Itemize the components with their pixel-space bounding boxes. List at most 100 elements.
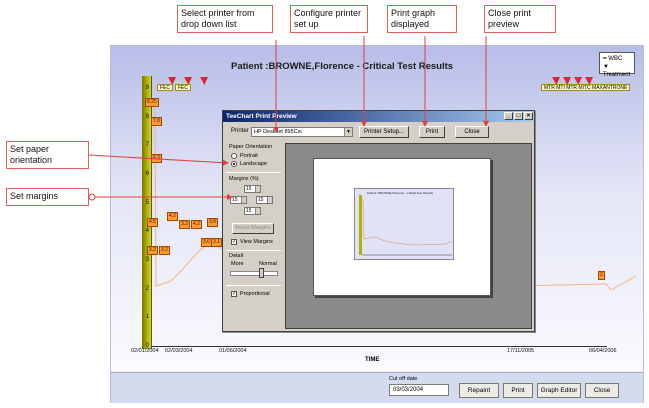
margin-top-spinner[interactable]: 15 (244, 185, 261, 193)
preview-area: Patient: BROWNE,Florence - Critical Test… (285, 143, 532, 329)
detail-normal-label: Normal (259, 261, 277, 267)
treatment-flag-icon (563, 77, 571, 85)
x-axis: 02/01/2004 02/03/2004 01/06/2004 17/11/2… (111, 348, 643, 358)
callout-print-graph: Print graph displayed (387, 5, 457, 33)
proportional-checkbox[interactable]: ✓ (231, 291, 237, 297)
treatment-flag-icon (574, 77, 582, 85)
x-axis-title: TIME (365, 357, 380, 363)
dialog-print-button[interactable]: Print (419, 126, 445, 138)
treatment-flag-icon (200, 77, 208, 85)
callout-paper-orientation: Set paper orientation (6, 141, 89, 169)
cutoff-date-label: Cut off date (389, 376, 418, 382)
callout-close-preview: Close print preview (484, 5, 556, 33)
treatment-flag-icon (552, 77, 560, 85)
y-tick-label: 4 (145, 228, 149, 235)
callout-set-margins: Set margins (6, 188, 89, 206)
margin-bottom-spinner[interactable]: 15 (244, 207, 261, 215)
callout-configure-printer: Configure printer set up (290, 5, 368, 33)
y-axis: 9 8 7 6 5 4 3 2 1 0 (129, 85, 149, 349)
view-margins-checkbox[interactable]: ✓ (231, 239, 237, 245)
printer-select-value: HP DeskJet 895Cxi (254, 129, 302, 135)
dialog-title: TeeChart Print Preview (226, 113, 297, 120)
detail-label: Detail (229, 253, 244, 259)
preview-chart-thumbnail: Patient: BROWNE,Florence - Critical Test… (354, 188, 454, 260)
graph-editor-button[interactable]: Graph Editor (537, 383, 581, 398)
wbc-point-label: 3.2 (147, 246, 158, 255)
print-button[interactable]: Print (503, 383, 533, 398)
legend-item-wbc: ━ WBC (603, 56, 623, 62)
dialog-close-button[interactable]: Close (455, 126, 489, 138)
legend-item-treatment: ▼ Treatment (603, 64, 631, 78)
callout-select-printer: Select printer from drop down list (177, 5, 273, 33)
detail-more-label: More (231, 261, 244, 267)
wbc-point-label: 6.3 (151, 154, 162, 163)
portrait-label: Portrait (240, 153, 258, 159)
cutoff-date-input[interactable]: 03/03/2004 (389, 384, 449, 396)
treatment-flag-icon (585, 77, 593, 85)
dialog-titlebar: TeeChart Print Preview _ □ × (223, 111, 534, 122)
treatment-flag-icon (184, 77, 192, 85)
wbc-point-label: 4.2 (167, 212, 178, 221)
landscape-label: Landscape (240, 161, 267, 167)
printer-select[interactable]: HP DeskJet 895Cxi ▼ (251, 127, 353, 137)
print-preview-dialog: TeeChart Print Preview _ □ × Printer HP … (222, 110, 535, 332)
wbc-point-label: 3.8 (207, 218, 218, 227)
wbc-point-label: 8.25 (145, 98, 159, 107)
x-tick-label: 17/11/2005 (507, 348, 535, 354)
y-tick-label: 0 (145, 343, 149, 349)
reset-margins-button[interactable]: Reset Margins (232, 223, 274, 234)
y-tick-label: 7 (145, 142, 149, 149)
portrait-radio[interactable] (231, 153, 237, 159)
close-icon[interactable]: × (524, 112, 533, 120)
view-margins-label: View Margins (240, 239, 273, 245)
chart-title: Patient :BROWNE,Florence - Critical Test… (231, 61, 454, 72)
preview-page[interactable]: Patient: BROWNE,Florence - Critical Test… (313, 158, 491, 296)
separator (226, 250, 281, 251)
separator (226, 172, 281, 173)
event-label-right: MTR MTI MTR MITC MAXANTRONE (541, 84, 631, 91)
x-tick-label: 01/06/2004 (219, 348, 247, 354)
close-button[interactable]: Close (585, 383, 619, 398)
margin-right-spinner[interactable]: 15 (256, 196, 273, 204)
minimize-icon[interactable]: _ (504, 112, 513, 120)
proportional-label: Proportional (240, 291, 270, 297)
treatment-flag-icon (168, 77, 176, 85)
chevron-down-icon[interactable]: ▼ (344, 128, 352, 136)
margins-label: Margins (%) (229, 176, 259, 182)
wbc-point-label: 7.8 (151, 117, 162, 126)
margin-left-spinner[interactable]: 15 (230, 196, 247, 204)
y-tick-label: 3 (145, 257, 149, 263)
settings-panel: Paper Orientation Portrait Landscape Mar… (226, 143, 283, 329)
landscape-radio[interactable] (231, 161, 237, 167)
x-tick-label: 02/01/2004 (131, 348, 159, 354)
wbc-point-label: 2 (598, 271, 605, 280)
y-tick-label: 6 (145, 171, 149, 177)
x-tick-label: 02/03/2004 (165, 348, 193, 354)
wbc-point-label: 3.3 (179, 220, 190, 229)
orientation-label: Paper Orientation (229, 144, 273, 150)
printer-setup-button[interactable]: Printer Setup... (359, 126, 409, 138)
repaint-button[interactable]: Repaint (459, 383, 499, 398)
y-tick-label: 9 (145, 85, 149, 91)
detail-slider-thumb[interactable] (259, 268, 264, 278)
detail-slider-track[interactable] (230, 271, 278, 276)
wbc-point-label: 4.2 (191, 220, 202, 229)
y-tick-label: 1 (145, 314, 149, 321)
event-label-fec: FEC (175, 84, 191, 91)
wbc-point-label: 3.2 (159, 246, 170, 255)
bottom-toolbar: Cut off date 03/03/2004 Repaint Print Gr… (111, 372, 643, 403)
printer-label: Printer (231, 128, 249, 134)
preview-chart-lines (359, 195, 452, 256)
x-tick-label: 06/04/2006 (589, 348, 617, 354)
y-tick-label: 2 (145, 285, 149, 292)
x-axis-line (152, 346, 607, 347)
wbc-point-label: 4.5 (147, 218, 158, 227)
maximize-icon[interactable]: □ (514, 112, 523, 120)
separator (226, 285, 281, 286)
preview-chart-title: Patient: BROWNE,Florence - Critical Test… (367, 191, 433, 195)
event-label-fec: FEC (157, 84, 173, 91)
wbc-point-label: 3.1 (211, 238, 222, 247)
chart-wall (142, 76, 152, 349)
y-tick-label: 8 (145, 113, 149, 120)
y-tick-label: 5 (145, 199, 149, 206)
